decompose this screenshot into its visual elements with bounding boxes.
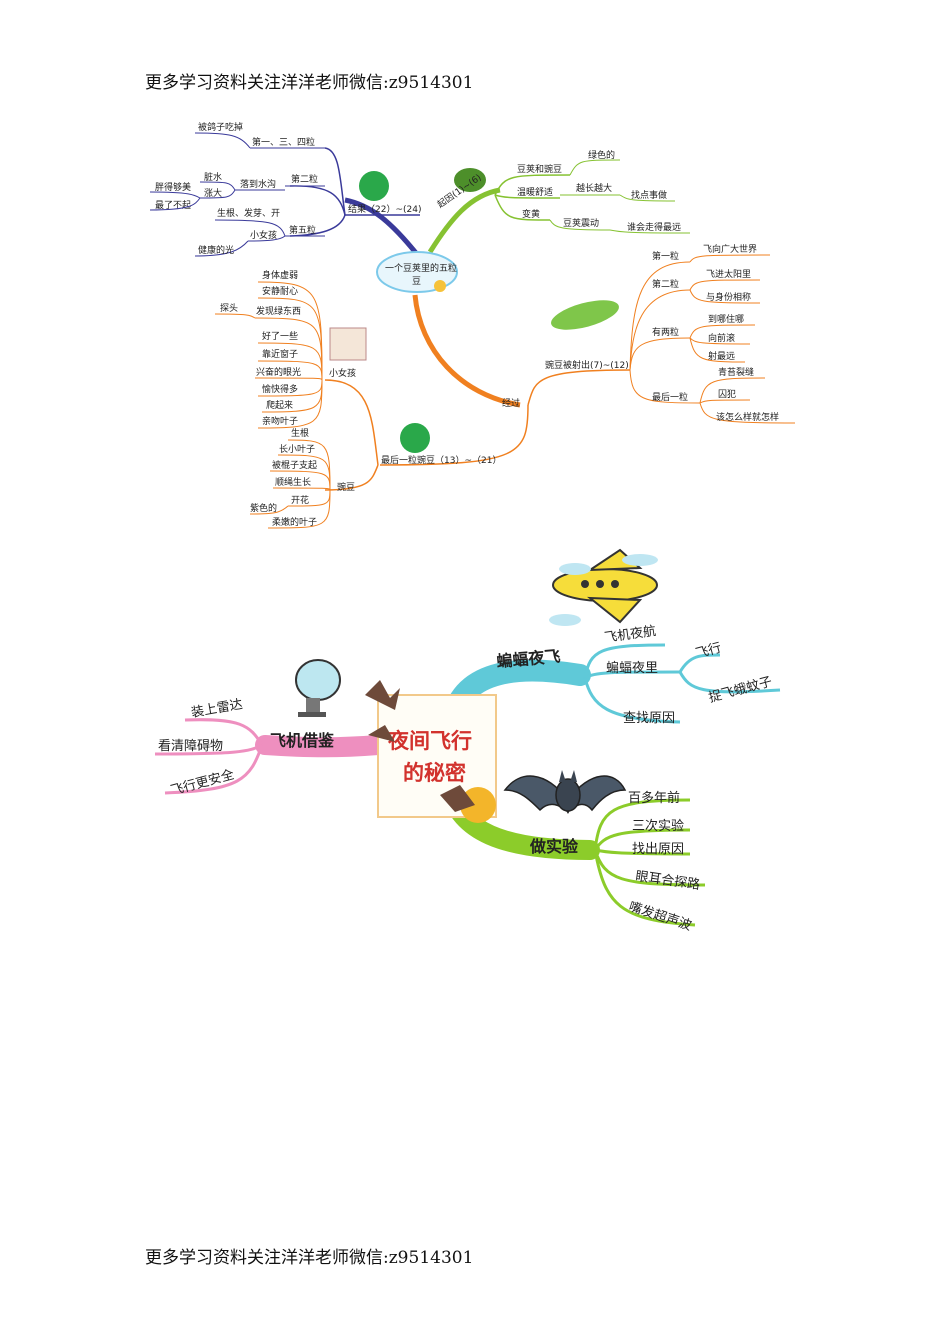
branch-result xyxy=(344,197,422,260)
process-g2-item2: 与身份相称 xyxy=(706,291,751,303)
pea-item4: 顺绳生长 xyxy=(275,476,311,488)
cause-detail4: 豆荚震动 xyxy=(563,217,599,229)
process-label: 经过 xyxy=(502,397,520,409)
plane-item1: 装上雷达 xyxy=(190,697,244,721)
branch-process xyxy=(412,294,521,408)
process-g3-item3: 射最远 xyxy=(708,350,735,362)
cause-detail1: 绿色的 xyxy=(588,149,615,161)
process-g4-item3: 该怎么样就怎样 xyxy=(716,411,779,423)
peapod-icon xyxy=(454,168,486,192)
map1: 一个豆荚里的五粒 豆 结果（22）~(24) 第一、三、四粒 被鸽子吃掉 第二粒… xyxy=(149,121,796,529)
plane-item3: 飞行更安全 xyxy=(169,767,236,799)
process-group2: 第二粒 xyxy=(652,278,679,290)
cause-item1: 豆荚和豌豆 xyxy=(517,163,562,175)
cause-item3: 变黄 xyxy=(522,208,540,220)
result-g5-item1: 生根、发芽、开 xyxy=(217,207,280,219)
process-sub: 豌豆被射出(7)~(12) xyxy=(545,359,629,371)
experiment-item1: 百多年前 xyxy=(628,790,680,806)
pea-item3: 被棍子支起 xyxy=(272,459,317,471)
result-g5-leaf: 健康的光 xyxy=(198,244,234,256)
process-group3: 有两粒 xyxy=(652,326,679,338)
pea-ball-icon-2 xyxy=(400,423,430,453)
result-g2-item1: 脏水 xyxy=(204,171,222,183)
result-g1-item: 被鸽子吃掉 xyxy=(198,121,243,133)
center-line1: 夜间飞行 xyxy=(387,729,472,753)
pea-item2: 长小叶子 xyxy=(279,443,315,455)
experiment-item5: 嘴发超声波 xyxy=(627,899,694,934)
experiment-item4: 眼耳合探路 xyxy=(634,868,701,893)
process-group4: 最后一粒 xyxy=(652,391,688,403)
bat-night-item1: 飞机夜航 xyxy=(603,623,657,646)
girl-item6: 兴奋的眼光 xyxy=(256,366,301,378)
moon-icon xyxy=(460,787,496,823)
bat-illustration xyxy=(503,770,627,814)
footer-text: 更多学习资料关注洋洋老师微信:z9514301 xyxy=(145,1248,474,1268)
process-g3-item2: 向前滚 xyxy=(708,332,735,344)
process-g4-item1: 青苔裂缝 xyxy=(718,366,754,378)
pea-item1: 生根 xyxy=(291,427,309,439)
process-g4-item2: 囚犯 xyxy=(718,389,736,400)
girl-illustration xyxy=(329,327,367,361)
girl-extra: 探头 xyxy=(220,302,238,314)
girl-label: 小女孩 xyxy=(329,367,356,379)
result-g2-leaf1: 胖得够美 xyxy=(155,181,191,193)
process-g2-item1: 飞进太阳里 xyxy=(706,268,751,280)
pea-label: 豌豆 xyxy=(337,481,355,493)
map2: 蝙蝠夜飞 飞机夜航 蝙蝠夜里 查找原因 飞行 捉飞蛾蚊子 飞机借鉴 xyxy=(154,548,781,934)
result-label: 结果（22）~(24) xyxy=(348,203,421,215)
result-g5-item2: 小女孩 xyxy=(250,229,277,241)
center-line2: 的秘密 xyxy=(403,761,466,785)
experiment-label: 做实验 xyxy=(529,837,579,856)
girl-item2: 安静耐心 xyxy=(262,285,298,297)
small-bat-icon-1 xyxy=(365,680,400,710)
result-group5: 第五粒 xyxy=(289,224,316,236)
cause-detail3: 找点事做 xyxy=(631,189,667,201)
girl-item9: 亲吻叶子 xyxy=(262,415,298,427)
sun-icon xyxy=(434,280,446,292)
center-line1: 一个豆荚里的五粒 xyxy=(385,262,457,274)
bat-night-sub2: 捉飞蛾蚊子 xyxy=(707,675,774,706)
airplane-illustration xyxy=(549,548,658,626)
branch-cause xyxy=(427,187,501,254)
girl-item4: 好了一些 xyxy=(262,330,298,342)
pea-ball-icon xyxy=(359,171,389,201)
cause-item2: 温暖舒适 xyxy=(517,186,553,198)
process-group1: 第一粒 xyxy=(652,250,679,262)
result-g2-sub: 落到水沟 xyxy=(240,178,276,190)
last-pea-label: 最后一粒豌豆（13）~（21） xyxy=(381,454,501,466)
bat-night-item3: 查找原因 xyxy=(623,711,675,726)
pea-pod-icon xyxy=(551,300,619,330)
radar-dish-illustration xyxy=(295,659,341,717)
small-bat-icon-2 xyxy=(368,725,395,742)
girl-item7: 愉快得多 xyxy=(262,383,298,395)
branch-plane xyxy=(255,735,388,758)
cause-detail5: 谁会走得最远 xyxy=(627,221,681,233)
result-group2: 第二粒 xyxy=(291,173,318,185)
experiment-item3: 找出原因 xyxy=(632,842,684,857)
girl-item5: 靠近窗子 xyxy=(262,348,298,360)
header-text: 更多学习资料关注洋洋老师微信:z9514301 xyxy=(145,73,474,93)
result-g2-item2: 涨大 xyxy=(204,187,222,199)
center-line2: 豆 xyxy=(412,276,421,287)
plane-item2: 看清障碍物 xyxy=(158,738,223,754)
process-g3-item1: 到哪住哪 xyxy=(708,313,744,325)
girl-item3: 发现绿东西 xyxy=(256,305,301,317)
experiment-item2: 三次实验 xyxy=(632,818,684,834)
pea-item5: 开花 xyxy=(291,494,309,506)
pea-extra: 紫色的 xyxy=(250,502,277,514)
result-g2-leaf2: 最了不起 xyxy=(155,200,191,211)
process-g1-item1: 飞向广大世界 xyxy=(703,243,757,255)
small-bat-icon-3 xyxy=(440,785,475,812)
result-group1: 第一、三、四粒 xyxy=(252,136,315,148)
cause-detail2: 越长越大 xyxy=(576,182,612,194)
bat-night-item2: 蝙蝠夜里 xyxy=(606,660,658,676)
pea-item6: 柔嫩的叶子 xyxy=(272,516,317,528)
girl-item8: 爬起来 xyxy=(266,400,293,411)
girl-item1: 身体虚弱 xyxy=(262,269,298,281)
plane-label: 飞机借鉴 xyxy=(270,731,335,750)
bat-night-sub1: 飞行 xyxy=(694,641,723,662)
